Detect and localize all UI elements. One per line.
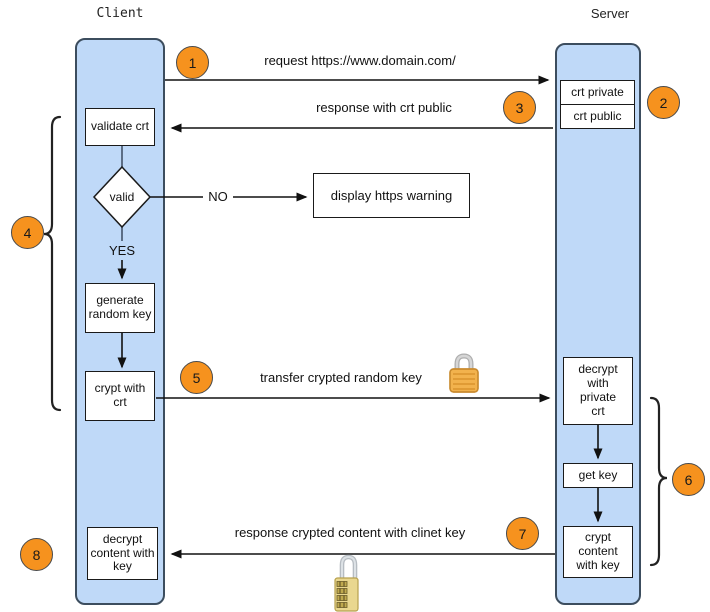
step-marker-2: 2 xyxy=(647,86,680,119)
decrypt-content-box: decrypt content with key xyxy=(87,527,158,580)
decrypt-private-crt-box: decrypt with private crt xyxy=(563,357,633,425)
crt-public-cell: crt public xyxy=(573,109,622,123)
crt-private-cell: crt private xyxy=(561,81,634,105)
crypt-content-box: crypt content with key xyxy=(563,526,633,578)
get-key-box: get key xyxy=(563,463,633,488)
crypt-with-crt-label: crypt with crt xyxy=(94,381,146,409)
step-marker-5: 5 xyxy=(180,361,213,394)
step-marker-3: 3 xyxy=(503,91,536,124)
server-steps-brace xyxy=(649,396,668,567)
no-branch-label: NO xyxy=(208,189,228,204)
server-lane-title: Server xyxy=(590,6,630,21)
https-warning-box: display https warning xyxy=(313,173,470,218)
step-marker-1: 1 xyxy=(176,46,209,79)
response-content-message: response crypted content with clinet key xyxy=(234,525,466,540)
https-warning-label: display https warning xyxy=(330,187,453,203)
crypt-with-crt-box: crypt with crt xyxy=(85,371,155,421)
valid-decision-label: valid xyxy=(109,190,135,204)
request-message: request https://www.domain.com/ xyxy=(264,53,456,68)
step-marker-8: 8 xyxy=(20,538,53,571)
combination-padlock-icon xyxy=(334,554,359,612)
step-marker-4: 4 xyxy=(11,216,44,249)
generate-random-key-label: generate random key xyxy=(88,293,152,321)
generate-random-key-box: generate random key xyxy=(85,283,155,333)
client-lane-title: Client xyxy=(96,6,144,21)
decrypt-content-label: decrypt content with key xyxy=(90,531,155,574)
step-marker-6: 6 xyxy=(672,463,705,496)
get-key-label: get key xyxy=(578,467,618,482)
client-steps-brace xyxy=(43,115,62,412)
yes-branch-label: YES xyxy=(108,243,135,258)
closed-padlock-icon xyxy=(449,353,479,393)
certificate-box: crt private crt public xyxy=(560,80,635,129)
crypt-content-label: crypt content with key xyxy=(576,530,620,572)
validate-crt-box: validate crt xyxy=(85,108,155,146)
response-public-message: response with crt public xyxy=(316,100,452,115)
validate-crt-label: validate crt xyxy=(90,119,150,134)
decrypt-private-crt-label: decrypt with private crt xyxy=(578,362,618,418)
step-marker-7: 7 xyxy=(506,517,539,550)
transfer-key-message: transfer crypted random key xyxy=(260,370,422,385)
